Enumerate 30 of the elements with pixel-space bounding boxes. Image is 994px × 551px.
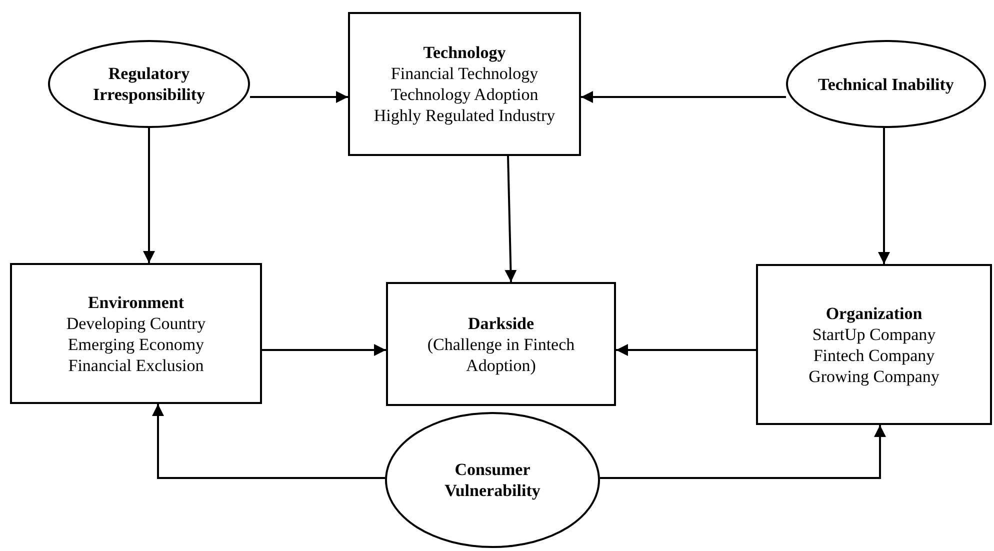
node-text: Financial Technology	[390, 63, 540, 84]
node-heading: Darkside	[466, 312, 536, 334]
node-text: Developing Country	[65, 312, 207, 334]
node-text: Highly Regulated Industry	[372, 105, 556, 126]
node-text: Financial Exclusion	[67, 354, 205, 376]
node-heading: Technical Inability	[817, 74, 955, 94]
arrow	[250, 91, 348, 103]
arrow	[878, 128, 890, 264]
arrow	[262, 344, 386, 356]
arrow	[581, 91, 786, 103]
arrow	[152, 404, 385, 479]
node-heading: Environment	[86, 292, 186, 312]
node-heading: Regulatory Irresponsibility	[92, 63, 206, 105]
node-heading: Technology	[422, 42, 507, 63]
process-box	[756, 264, 992, 425]
process-box	[386, 282, 616, 406]
arrow	[504, 156, 517, 282]
arrow	[143, 128, 155, 263]
node-heading: Consumer Vulnerability	[444, 459, 542, 501]
arrow	[600, 425, 886, 479]
node-text: (Challenge in Fintech Adoption)	[426, 334, 576, 376]
node-text: Emerging Economy	[66, 334, 206, 354]
node-text: Growing Company	[808, 366, 940, 386]
node-text: Fintech Company	[812, 344, 936, 366]
process-box	[10, 263, 262, 404]
node-text: Technology Adoption	[390, 84, 540, 105]
process-box	[348, 12, 581, 156]
node-text: StartUp Company	[811, 324, 937, 344]
arrow	[616, 344, 756, 356]
node-heading: Organization	[824, 302, 924, 324]
